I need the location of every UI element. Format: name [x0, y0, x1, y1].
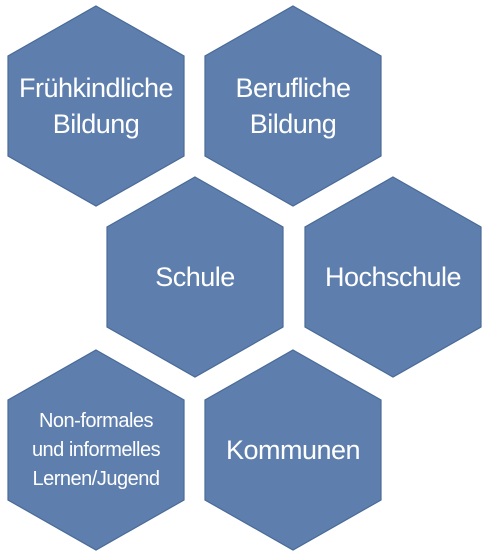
hexagon-hochschule: Hochschule: [304, 176, 482, 378]
hexagon-kommunen: Kommunen: [204, 349, 382, 551]
hexagon-shape: [204, 5, 382, 207]
hexagon-label: Frühkindliche Bildung: [18, 73, 174, 139]
hexagon-label: Berufliche Bildung: [235, 73, 351, 139]
hexagon-fruehkindliche-bildung: Frühkindliche Bildung: [7, 5, 185, 207]
hexagon-shape: [7, 5, 185, 207]
hexagon-shape: [106, 176, 284, 378]
hexagon-label: Schule: [155, 262, 235, 292]
hexagon-label: Kommunen: [225, 435, 361, 465]
hexagon-shape: [204, 349, 382, 551]
hexagon-shape: [304, 176, 482, 378]
hexagon-schule: Schule: [106, 176, 284, 378]
hexagon-label: Non-formales und informelles Lernen/Juge…: [31, 409, 161, 490]
hexagon-berufliche-bildung: Berufliche Bildung: [204, 5, 382, 207]
hexagon-label: Hochschule: [324, 262, 462, 292]
hexagon-non-formales-lernen: Non-formales und informelles Lernen/Juge…: [7, 349, 185, 551]
hexagon-shape: [7, 349, 185, 551]
